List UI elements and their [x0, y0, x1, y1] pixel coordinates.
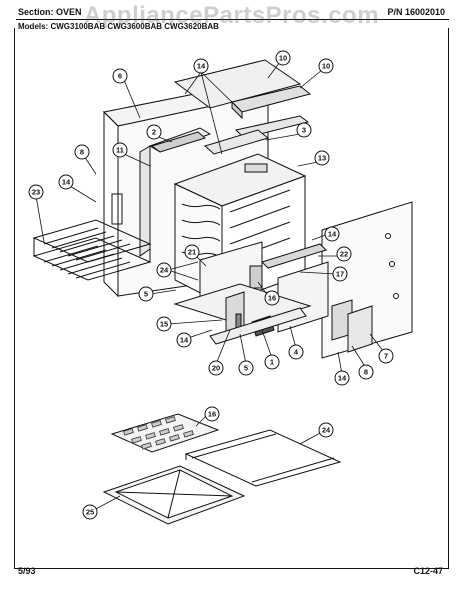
top-insulation: [231, 85, 312, 120]
callout: 5: [144, 290, 148, 299]
section-label: Section: OVEN: [18, 7, 82, 17]
oven-racks: [32, 219, 152, 281]
diagram-frame: [14, 28, 449, 569]
leader-lines: [35, 61, 385, 511]
callout: 14: [197, 62, 206, 71]
vent-duct: [150, 131, 207, 153]
callout: 3: [302, 126, 306, 135]
callout: 24: [160, 266, 169, 275]
footer-code: C12-47: [413, 566, 443, 576]
callout-labels: 10 11 6 14 10 2 3 13 8 14 23 14 22 17 21…: [32, 54, 388, 517]
header: Section: OVEN P/N 16002010 Models: CWG31…: [0, 0, 463, 34]
callout: 11: [116, 146, 124, 155]
callout: 21: [188, 248, 196, 257]
callout: 5: [244, 364, 248, 373]
callout: 23: [32, 188, 40, 197]
callout: 1: [270, 358, 274, 367]
callout: 16: [268, 294, 276, 303]
broiler-grid: [110, 413, 220, 453]
callout: 14: [62, 178, 71, 187]
callout: 17: [336, 270, 344, 279]
lower-burner: [173, 283, 312, 345]
part-number-label: P/N 16002010: [387, 7, 445, 17]
callout: 10: [322, 62, 330, 71]
callout-circles: [28, 50, 394, 520]
callout: 22: [340, 250, 348, 259]
callout: 6: [118, 72, 122, 81]
callout: 4: [294, 348, 299, 357]
top-panel: [173, 59, 302, 109]
callout: 14: [338, 374, 347, 383]
callout: 24: [322, 426, 331, 435]
broiler-slide: [184, 429, 342, 487]
callout: 13: [318, 154, 326, 163]
models-label: Models: CWG3100BAB CWG3600BAB CWG3620BAB: [18, 22, 219, 31]
callout: 15: [160, 320, 168, 329]
callout: 2: [152, 128, 156, 137]
callout: 8: [364, 368, 368, 377]
header-divider: [16, 19, 449, 20]
callout: 25: [86, 508, 94, 517]
callout: 7: [384, 352, 388, 361]
callout: 8: [80, 148, 84, 157]
callout: 20: [212, 364, 220, 373]
callout: 14: [328, 230, 337, 239]
side-insulation-right: [331, 299, 373, 353]
footer-date: 5/93: [18, 566, 36, 576]
callout: 14: [180, 336, 189, 345]
callout: 10: [279, 54, 287, 63]
broiler-pan: [102, 465, 246, 525]
exploded-parts-diagram: 10 11 6 14 10 2 3 13 8 14 23 14 22 17 21…: [28, 50, 413, 525]
callout: 16: [208, 410, 216, 419]
